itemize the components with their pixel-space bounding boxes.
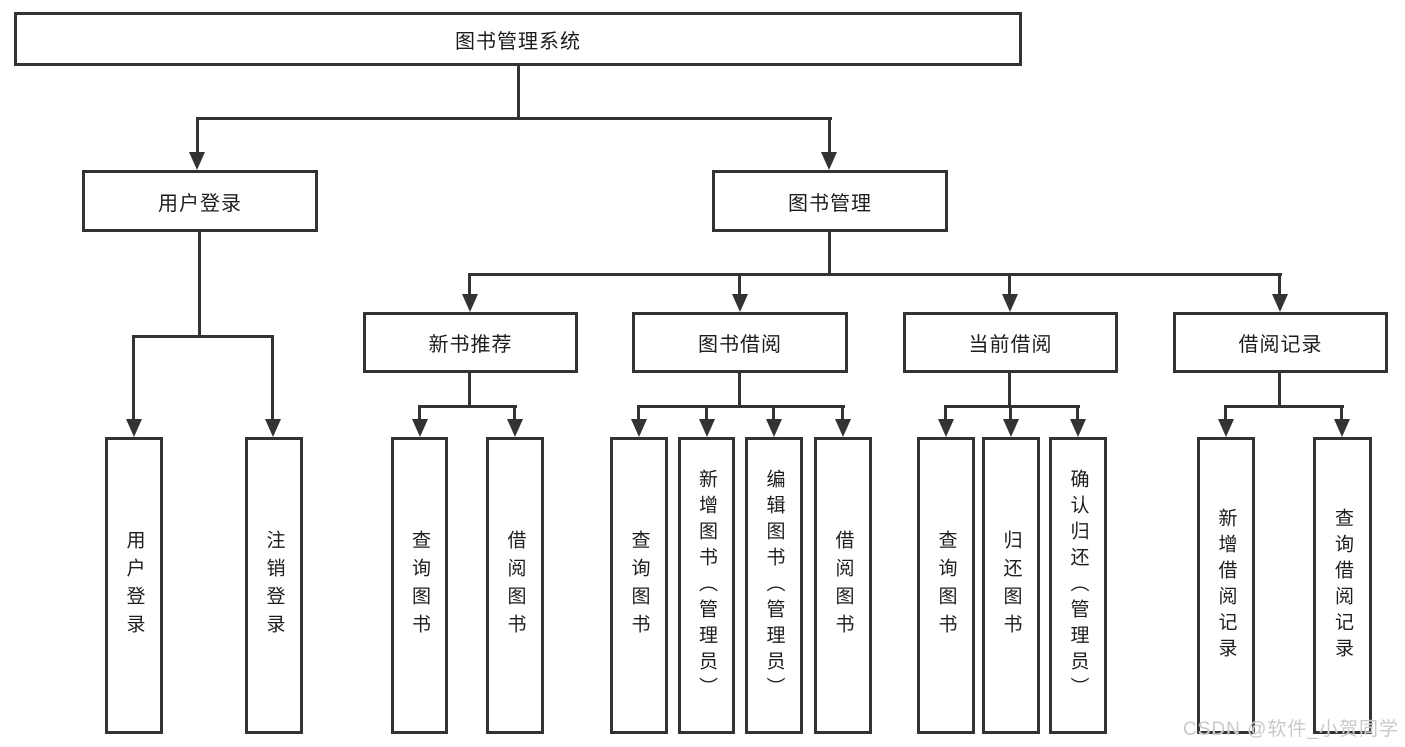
leaf-label: 确认归还（管理员） [1067,468,1089,703]
arrowhead-icon [1070,419,1086,437]
leaf-user-login: 用户登录 [105,437,163,734]
node-book-borrow: 图书借阅 [632,312,848,373]
arrowhead-icon [412,419,428,437]
leaf-confirm-return-admin: 确认归还（管理员） [1049,437,1107,734]
connector-arrow-stem [1340,405,1343,419]
leaf-label: 归还图书 [1000,529,1022,642]
connector-arrow-stem [1076,405,1079,419]
leaf-query-book-1: 查询图书 [391,437,448,734]
leaf-label: 查询图书 [935,529,957,642]
connector-user-login-bar [132,335,274,338]
connector-book-mgmt-bar [469,273,1282,276]
leaf-label: 借阅图书 [832,529,854,642]
leaf-logout: 注销登录 [245,437,303,734]
connector-bar [945,405,1080,408]
node-user-login-label: 用户登录 [158,192,242,215]
node-user-login: 用户登录 [82,170,318,232]
leaf-label: 查询图书 [628,529,650,642]
arrowhead-icon [699,419,715,437]
connector-arrow-stem [944,405,947,419]
arrowhead-icon [938,419,954,437]
arrowhead-icon [1002,294,1018,312]
connector-arrow-stem [196,117,199,152]
connector-stem [468,373,471,405]
node-root: 图书管理系统 [14,12,1022,66]
leaf-label: 查询借阅记录 [1332,507,1353,664]
arrowhead-icon [126,419,142,437]
leaf-label: 查询图书 [409,529,430,642]
leaf-label: 注销登录 [263,529,285,642]
arrowhead-icon [1218,419,1234,437]
arrowhead-icon [766,419,782,437]
connector-arrow-stem [271,335,274,419]
connector-stem [738,373,741,405]
leaf-add-book-admin: 新增图书（管理员） [678,437,735,734]
leaf-label: 新增借阅记录 [1215,507,1237,664]
leaf-return-book: 归还图书 [982,437,1040,734]
node-current-borrow-label: 当前借阅 [968,334,1053,356]
connector-book-mgmt-stem [828,232,831,273]
arrowhead-icon [1334,419,1350,437]
connector-arrow-stem [841,405,844,419]
node-borrow-record-label: 借阅记录 [1238,334,1323,356]
connector-arrow-stem [738,273,741,294]
arrowhead-icon [835,419,851,437]
csdn-watermark: CSDN @软件_小贺同学 [1183,719,1399,740]
node-root-label: 图书管理系统 [455,30,581,53]
connector-arrow-stem [637,405,640,419]
leaf-query-book-2: 查询图书 [610,437,668,734]
leaf-label: 用户登录 [123,529,145,642]
arrowhead-icon [732,294,748,312]
connector-arrow-stem [1009,405,1012,419]
leaf-add-borrow-record: 新增借阅记录 [1197,437,1255,734]
connector-root-bar [196,117,832,120]
arrowhead-icon [462,294,478,312]
connector-arrow-stem [513,405,516,419]
connector-stem [1278,373,1281,405]
node-book-management-label: 图书管理 [788,192,872,215]
connector-bar [419,405,517,408]
node-new-book-recommend-label: 新书推荐 [428,334,513,356]
connector-bar [637,405,845,408]
connector-stem [1008,373,1011,405]
arrowhead-icon [1003,419,1019,437]
arrowhead-icon [507,419,523,437]
leaf-label: 编辑图书（管理员） [763,468,785,703]
node-current-borrow: 当前借阅 [903,312,1118,373]
leaf-label: 借阅图书 [504,529,526,642]
connector-arrow-stem [705,405,708,419]
leaf-edit-book-admin: 编辑图书（管理员） [745,437,803,734]
leaf-query-borrow-record: 查询借阅记录 [1313,437,1372,734]
node-book-management: 图书管理 [712,170,948,232]
connector-arrow-stem [1224,405,1227,419]
arrowhead-icon [1272,294,1288,312]
connector-root-stem [517,66,520,117]
connector-arrow-stem [418,405,421,419]
leaf-label: 新增图书（管理员） [696,468,717,703]
arrowhead-icon [821,152,837,170]
connector-arrow-stem [468,273,471,294]
arrowhead-icon [189,152,205,170]
connector-user-login-stem [198,232,201,335]
connector-arrow-stem [828,117,831,152]
arrowhead-icon [265,419,281,437]
node-borrow-record: 借阅记录 [1173,312,1388,373]
connector-arrow-stem [132,335,135,419]
node-book-borrow-label: 图书借阅 [698,334,782,356]
leaf-borrow-book-2: 借阅图书 [814,437,872,734]
leaf-query-book-3: 查询图书 [917,437,975,734]
leaf-borrow-book-1: 借阅图书 [486,437,544,734]
arrowhead-icon [631,419,647,437]
connector-arrow-stem [772,405,775,419]
connector-bar [1225,405,1344,408]
connector-arrow-stem [1008,273,1011,294]
node-new-book-recommend: 新书推荐 [363,312,578,373]
connector-arrow-stem [1278,273,1281,294]
